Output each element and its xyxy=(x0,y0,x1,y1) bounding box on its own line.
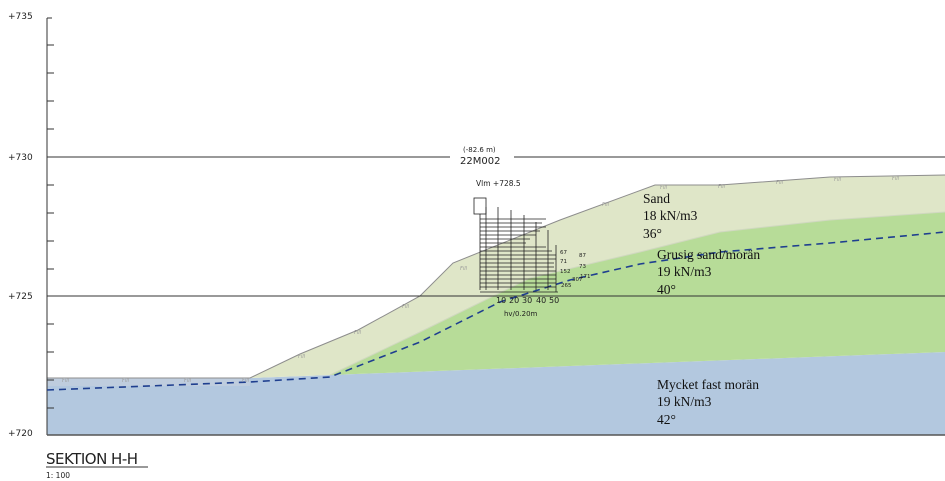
axis-value-50: 50 xyxy=(549,296,559,305)
moraine-angle: 42° xyxy=(657,412,676,427)
axis-value-40: 40 xyxy=(536,296,546,305)
sounding-value-1: 67 xyxy=(560,250,567,256)
sand-name: Sand xyxy=(643,191,670,206)
borehole-label-background xyxy=(450,147,514,167)
sounding-bottom-value: 265 xyxy=(561,283,572,289)
moraine-layer xyxy=(47,352,945,435)
section-scale: 1: 100 xyxy=(46,471,70,480)
sounding-value-7: 171 xyxy=(580,274,591,280)
axis-value-10: 10 xyxy=(496,296,506,305)
svg-text:Fill: Fill xyxy=(242,378,250,384)
svg-text:Fill: Fill xyxy=(460,266,468,272)
gravelly-sand-name: Grusig sand/morän xyxy=(657,247,760,262)
ground-surface-line xyxy=(47,174,945,379)
svg-text:Fill: Fill xyxy=(602,202,610,208)
soil-hatching: Fill Fill Fill Fill Fill Fill Fill Fill … xyxy=(62,176,900,384)
elevation-label-730: +730 xyxy=(8,153,33,163)
layer-boundary-line xyxy=(329,211,945,376)
section-title: SEKTION H-H xyxy=(46,450,138,468)
fill-strip xyxy=(47,378,250,386)
borehole-chainage: (-82.6 m) xyxy=(463,146,496,154)
svg-text:Fill: Fill xyxy=(298,354,306,360)
elevation-label-720: +720 xyxy=(8,429,33,439)
axis-value-20: 20 xyxy=(509,296,519,305)
svg-text:Fill: Fill xyxy=(62,378,70,384)
gravelly-sand-angle: 40° xyxy=(657,282,676,297)
sand-layer xyxy=(250,175,945,378)
svg-text:Fill: Fill xyxy=(122,378,130,384)
sounding-value-5: 87 xyxy=(579,253,586,259)
svg-text:Fill: Fill xyxy=(776,180,784,186)
elevation-label-725: +725 xyxy=(8,292,33,302)
elevation-minor-ticks xyxy=(47,44,54,409)
svg-text:Fill: Fill xyxy=(718,184,726,190)
sounding-value-6: 73 xyxy=(579,264,586,270)
svg-text:Fill: Fill xyxy=(892,176,900,182)
sounding-value-4: 307 xyxy=(572,277,583,283)
axis-unit: hv/0.20m xyxy=(504,310,538,318)
moraine-weight: 19 kN/m3 xyxy=(657,394,712,409)
gravelly-sand-layer xyxy=(330,212,945,375)
svg-text:Fill: Fill xyxy=(354,330,362,336)
axis-value-30: 30 xyxy=(522,296,532,305)
borehole-sounding-log xyxy=(473,197,558,293)
moraine-name: Mycket fast morän xyxy=(657,377,759,392)
svg-text:Fill: Fill xyxy=(834,177,842,183)
svg-text:Fill: Fill xyxy=(660,185,668,191)
elevation-label-735: +735 xyxy=(8,12,33,22)
sounding-value-3: 152 xyxy=(560,269,571,275)
svg-text:Fill: Fill xyxy=(184,378,192,384)
groundwater-line xyxy=(46,231,945,391)
sand-weight: 18 kN/m3 xyxy=(643,208,698,223)
water-level-label: Vlm +728.5 xyxy=(476,179,521,188)
svg-text:Fill: Fill xyxy=(402,304,410,310)
borehole-id: 22M002 xyxy=(460,156,500,167)
sand-angle: 36° xyxy=(643,226,662,241)
gravelly-sand-weight: 19 kN/m3 xyxy=(657,264,712,279)
sounding-value-2: 71 xyxy=(560,259,567,265)
